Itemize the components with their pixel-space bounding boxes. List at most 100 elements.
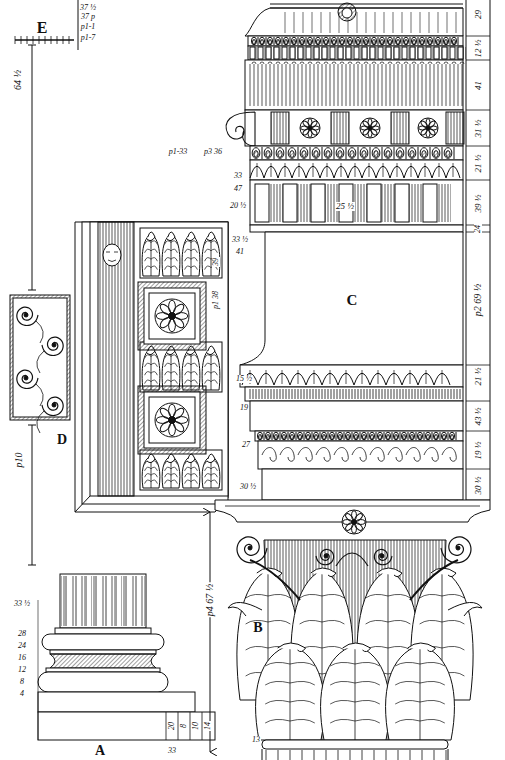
leaf-rib <box>257 163 258 177</box>
dimension-number: 27 <box>241 441 251 449</box>
flute <box>319 389 320 399</box>
corona-flute <box>318 64 319 106</box>
shaft-edge <box>262 749 263 760</box>
column-divider <box>466 365 490 366</box>
volute-eye <box>52 403 56 407</box>
dimension-number: 33 <box>233 172 243 180</box>
volute-spiral <box>17 370 38 388</box>
dimension-number: 19 <box>239 404 249 412</box>
egg-core <box>341 40 344 45</box>
leaf-rib <box>453 163 454 177</box>
flute <box>430 389 431 399</box>
dart <box>418 37 419 45</box>
egg <box>432 148 440 159</box>
dart <box>310 147 311 159</box>
flute <box>340 389 341 399</box>
dentil <box>434 47 439 59</box>
flute <box>403 389 404 399</box>
dimension-number: 47 <box>233 185 243 193</box>
dimension-tick <box>28 565 36 566</box>
egg <box>347 37 352 45</box>
corona-flute <box>270 64 271 106</box>
dentil <box>426 47 431 59</box>
egg <box>441 432 446 440</box>
dimension-number: 39 <box>212 257 220 267</box>
dart <box>458 37 459 45</box>
dart <box>394 147 395 159</box>
volute-eye <box>456 546 460 550</box>
egg-core <box>443 435 446 440</box>
coffer <box>138 282 206 350</box>
egg <box>444 148 452 159</box>
rule-line <box>270 8 463 9</box>
egg-leaf-band <box>240 365 463 387</box>
egg-core <box>293 40 296 45</box>
egg-core <box>333 40 336 45</box>
flute <box>436 389 437 399</box>
leaf-rib <box>191 352 192 390</box>
dimension-number: 14 <box>204 721 212 731</box>
top-fillet <box>270 4 463 5</box>
flute-head <box>396 62 400 64</box>
dentil <box>306 47 311 59</box>
modillion <box>391 112 409 144</box>
cyma-flute <box>438 12 439 33</box>
flute <box>256 389 257 399</box>
leaf-vein <box>165 258 178 262</box>
corona-flute <box>250 64 251 106</box>
leaf-vein <box>205 241 218 245</box>
egg <box>348 148 356 159</box>
corona-flute <box>306 64 307 106</box>
acanthus-leaf <box>386 645 455 740</box>
cyma-flute <box>411 12 412 33</box>
egg-core <box>363 435 366 440</box>
egg <box>363 37 368 45</box>
flute-head <box>308 62 312 64</box>
dentil <box>266 47 271 59</box>
egg <box>377 432 382 440</box>
leaf-vein <box>205 480 218 484</box>
rosette-petal <box>368 130 372 138</box>
leaf-vein <box>165 380 178 384</box>
corona-flute <box>346 64 347 106</box>
flute <box>434 750 435 760</box>
corona-flute <box>442 64 443 106</box>
dentil <box>283 184 297 222</box>
column-divider <box>466 180 490 181</box>
cyma-flute <box>294 12 295 33</box>
dart <box>456 432 457 440</box>
flute-head <box>340 62 344 64</box>
dimension-column <box>466 0 490 500</box>
egg-core <box>291 435 294 440</box>
leaf-vein <box>395 681 445 685</box>
leaf-tip <box>257 568 282 577</box>
leaf-rib <box>299 163 300 177</box>
flute <box>352 389 353 399</box>
volute-spiral <box>42 337 63 355</box>
flute <box>301 389 302 399</box>
dimension-number: 8 <box>180 723 188 729</box>
volute-spiral <box>42 397 63 415</box>
volute-spiral <box>237 537 267 563</box>
flute <box>334 389 335 399</box>
dart <box>346 37 347 45</box>
flute <box>338 750 339 760</box>
corona-flute <box>414 64 415 106</box>
rosette-petal <box>175 313 188 320</box>
dart <box>426 37 427 45</box>
corona-flute <box>410 64 411 106</box>
dentil <box>258 47 263 59</box>
rosette-petal <box>352 511 357 520</box>
corona-flute <box>322 64 323 106</box>
egg-core <box>261 40 264 45</box>
egg <box>379 37 384 45</box>
flute-head <box>460 62 464 64</box>
egg-core <box>325 40 328 45</box>
dimension-number: 24 <box>474 224 482 234</box>
running-scroll <box>334 448 348 462</box>
egg <box>425 432 430 440</box>
leaf-vein <box>185 474 198 478</box>
leaf-rib <box>285 163 286 177</box>
dimension-number: 29 <box>474 9 483 20</box>
rosette-ring <box>418 118 438 138</box>
